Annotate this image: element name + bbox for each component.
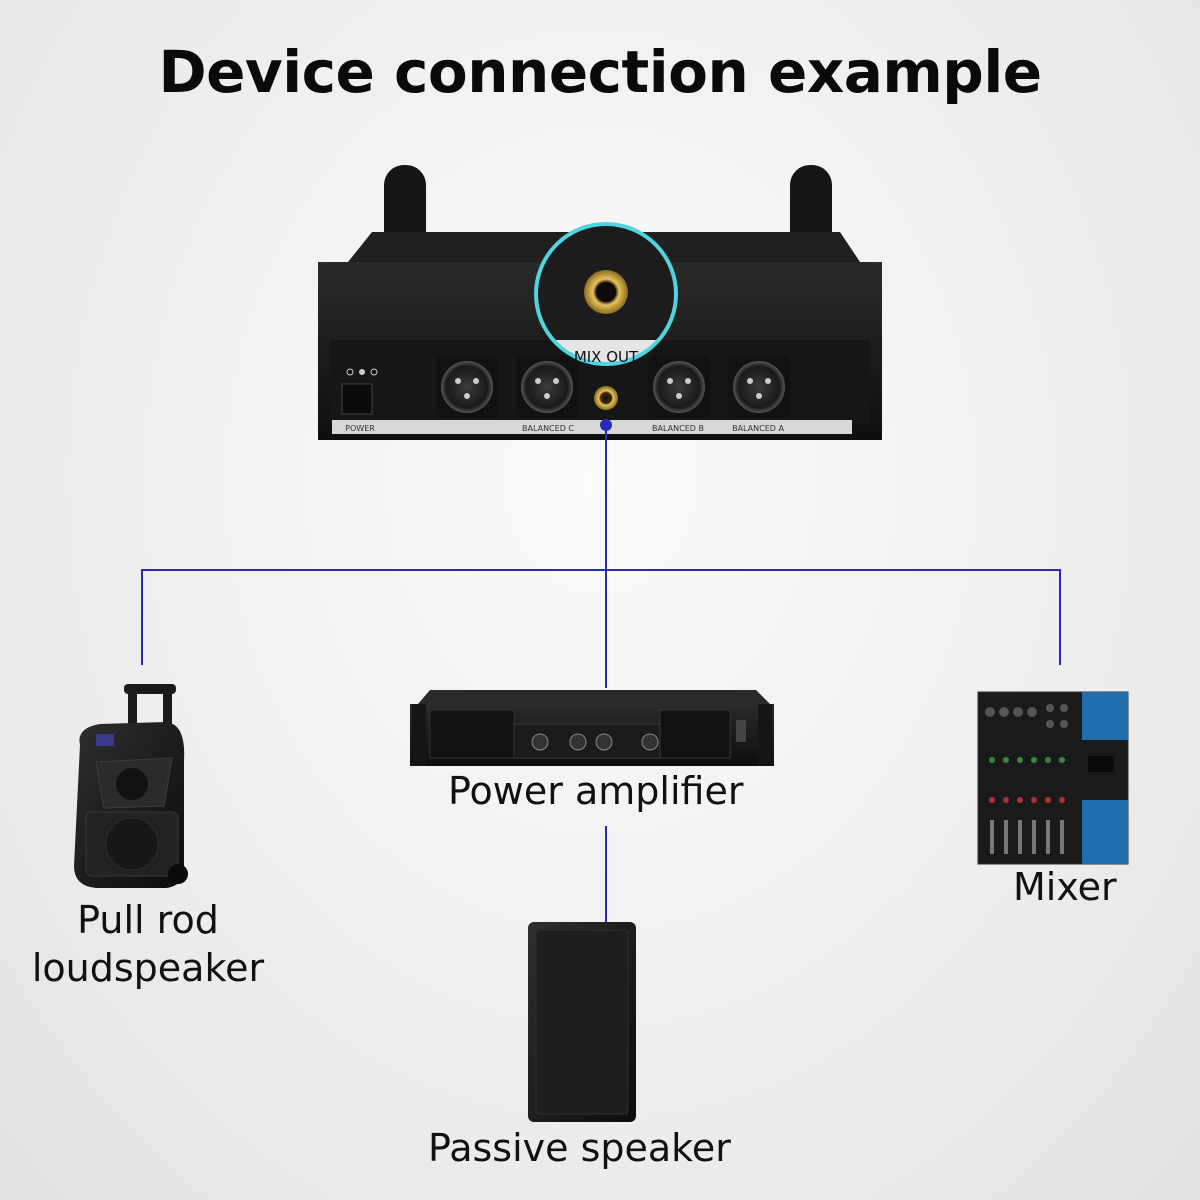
page-title: Device connection example bbox=[158, 38, 1042, 106]
mixer-label: Mixer bbox=[1013, 865, 1117, 909]
pull-rod-loudspeaker-label: Pull rod loudspeaker bbox=[0, 896, 296, 992]
mix-out-callout-label: MIX OUT bbox=[574, 348, 639, 366]
mix-out-jack bbox=[594, 386, 618, 410]
receiver-device: POWER BALANCED C BALANCED B BALANCED A M… bbox=[318, 165, 882, 440]
power-amplifier-image bbox=[410, 690, 774, 766]
dc-power-jack bbox=[341, 383, 373, 415]
xlr-balanced-c bbox=[516, 356, 578, 418]
port-label-balanced-b: BALANCED B bbox=[652, 424, 704, 433]
xlr-balanced-b bbox=[648, 356, 710, 418]
port-label-power: POWER bbox=[345, 424, 375, 433]
pull-rod-label-line1: Pull rod bbox=[77, 898, 219, 942]
passive-speaker-label: Passive speaker bbox=[428, 1126, 731, 1170]
xlr-balanced-a bbox=[728, 356, 790, 418]
port-label-balanced-a: BALANCED A bbox=[732, 424, 784, 433]
xlr-balanced-d bbox=[436, 356, 498, 418]
connection-lines bbox=[141, 425, 1061, 922]
passive-speaker-image bbox=[528, 922, 636, 1122]
port-label-balanced-c: BALANCED C bbox=[522, 424, 574, 433]
pull-rod-loudspeaker-image bbox=[74, 684, 188, 888]
mixer-image bbox=[977, 691, 1129, 865]
power-amplifier-label: Power amplifier bbox=[448, 769, 744, 813]
connection-node bbox=[600, 419, 612, 431]
pull-rod-label-line2: loudspeaker bbox=[31, 946, 265, 990]
